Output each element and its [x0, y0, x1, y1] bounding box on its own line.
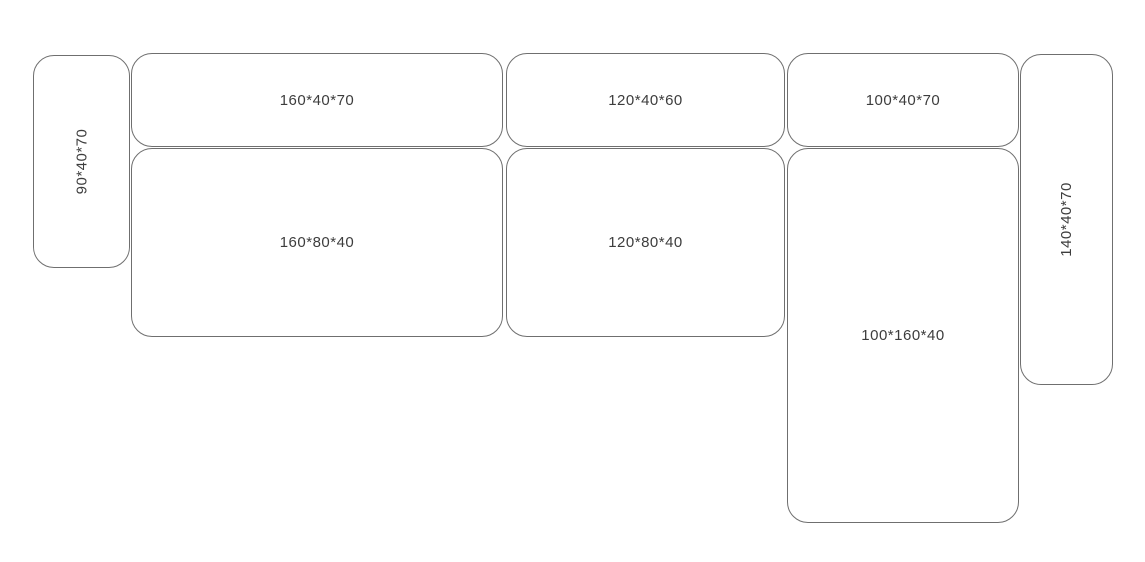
module-backrest-100: 100*40*70 — [787, 53, 1019, 147]
dimension-label-backrest-100: 100*40*70 — [865, 91, 941, 109]
module-left-armrest: 90*40*70 — [33, 55, 130, 268]
module-backrest-120: 120*40*60 — [506, 53, 785, 147]
dimension-label-seat-120: 120*80*40 — [608, 234, 683, 251]
dimension-label-seat-160: 160*80*40 — [279, 234, 355, 251]
module-right-armrest: 140*40*70 — [1020, 54, 1113, 385]
module-seat-120: 120*80*40 — [506, 148, 785, 337]
module-chaise: 100*160*40 — [787, 148, 1019, 523]
dimension-label-left-armrest: 90*40*70 — [72, 128, 90, 195]
dimension-label-backrest-120: 120*40*60 — [608, 91, 683, 109]
dimension-label-backrest-160: 160*40*70 — [279, 91, 355, 109]
module-seat-160: 160*80*40 — [131, 148, 503, 337]
dimension-label-chaise: 100*160*40 — [861, 327, 945, 344]
module-backrest-160: 160*40*70 — [131, 53, 503, 147]
dimension-label-right-armrest: 140*40*70 — [1057, 182, 1075, 257]
